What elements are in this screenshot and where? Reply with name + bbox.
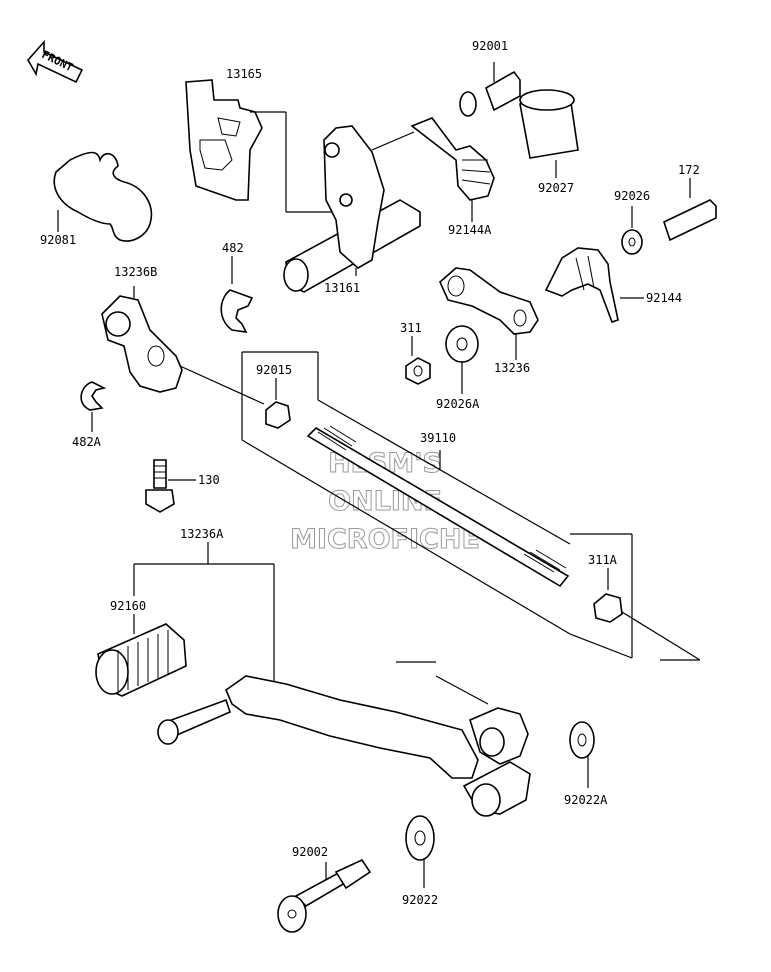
label-13236: 13236 — [494, 361, 530, 375]
part-13161-shift-shaft — [283, 125, 421, 293]
watermark-line-3: MICROFICHE — [290, 524, 480, 555]
part-13236-arm — [439, 267, 539, 360]
part-13236B-joint — [101, 286, 265, 405]
part-92144-spring — [544, 247, 644, 324]
part-482-clip — [220, 256, 254, 334]
part-92160-rubber — [95, 614, 187, 697]
front-arrow-icon: FRONT — [27, 39, 84, 84]
label-482A: 482A — [72, 435, 102, 449]
label-39110: 39110 — [420, 431, 456, 445]
label-92026: 92026 — [614, 189, 650, 203]
part-92022A-washer — [569, 721, 595, 788]
label-311: 311 — [400, 321, 422, 335]
part-482A-clip — [80, 381, 107, 432]
label-172: 172 — [678, 163, 700, 177]
label-13236A: 13236A — [180, 527, 224, 541]
part-92081-circlip — [53, 151, 153, 242]
part-92026A-washer — [445, 325, 479, 394]
label-92026A: 92026A — [436, 397, 480, 411]
label-92081: 92081 — [40, 233, 76, 247]
label-92001: 92001 — [472, 39, 508, 53]
part-13165-plate — [185, 79, 332, 213]
label-92144A: 92144A — [448, 223, 492, 237]
part-311-nut — [405, 336, 431, 385]
label-92015: 92015 — [256, 363, 292, 377]
part-92015-nut — [265, 378, 291, 429]
label-482: 482 — [222, 241, 244, 255]
label-92160: 92160 — [110, 599, 146, 613]
part-92001-pin — [459, 62, 521, 117]
label-13236B: 13236B — [114, 265, 157, 279]
part-172-pin — [663, 178, 717, 242]
part-labels: 92001 13165 92027 92081 92144A 92026 172… — [40, 39, 700, 907]
part-92022-washer — [405, 815, 435, 888]
part-130-bolt — [145, 459, 196, 513]
label-92002: 92002 — [292, 845, 328, 859]
part-92002-bolt — [277, 858, 372, 933]
label-92027: 92027 — [538, 181, 574, 195]
part-311A-nut — [593, 568, 701, 661]
label-92022: 92022 — [402, 893, 438, 907]
part-39110-tie-rod — [241, 351, 633, 659]
watermark: HLSM'S ONLINE MICROFICHE — [290, 448, 481, 556]
part-13236A-pedal — [133, 542, 531, 817]
label-13165: 13165 — [226, 67, 262, 81]
label-92022A: 92022A — [564, 793, 608, 807]
part-92144A-spring — [410, 117, 495, 222]
part-92026-washer — [621, 206, 643, 255]
label-92144: 92144 — [646, 291, 682, 305]
label-311A: 311A — [588, 553, 618, 567]
label-130: 130 — [198, 473, 220, 487]
part-92027-collar — [519, 89, 579, 178]
label-13161: 13161 — [324, 281, 360, 295]
